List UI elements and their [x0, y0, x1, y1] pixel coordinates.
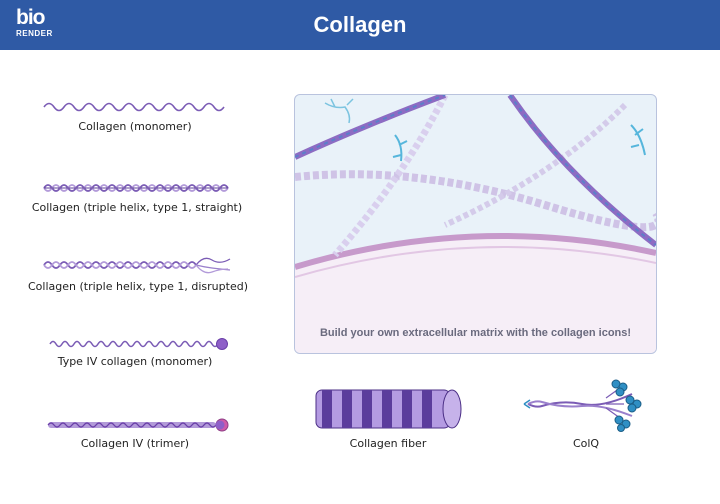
collagen-fiber-icon[interactable]: [314, 388, 464, 430]
extracellular-matrix-illustration: [295, 95, 656, 353]
collagen-triple-helix-straight-label: Collagen (triple helix, type 1, straight…: [31, 201, 243, 214]
collagen-fiber-label: Collagen fiber: [349, 437, 427, 450]
page-title: Collagen: [313, 12, 407, 37]
type-iv-collagen-monomer-label: Type IV collagen (monomer): [57, 355, 213, 368]
collagen-monomer-icon[interactable]: [42, 100, 232, 114]
collagen-triple-helix-disrupted-label: Collagen (triple helix, type 1, disrupte…: [28, 280, 248, 293]
extracellular-matrix-panel: Build your own extracellular matrix with…: [294, 94, 657, 354]
logo-text-top: bio: [16, 6, 46, 29]
logo-text-bottom: RENDER: [16, 29, 53, 38]
collagen-iv-trimer-icon[interactable]: [46, 416, 232, 434]
type-iv-collagen-monomer-icon[interactable]: [48, 336, 230, 352]
biorender-logo[interactable]: bio RENDER: [16, 7, 56, 45]
collagen-iv-trimer-label: Collagen IV (trimer): [80, 437, 190, 450]
panel-caption: Build your own extracellular matrix with…: [319, 327, 632, 339]
header-bar: bio RENDER Collagen: [0, 0, 720, 50]
collagen-triple-helix-straight-icon[interactable]: [42, 182, 232, 194]
colq-label: ColQ: [572, 437, 600, 450]
collagen-monomer-label: Collagen (monomer): [78, 120, 192, 133]
colq-icon[interactable]: [522, 378, 650, 432]
collagen-triple-helix-disrupted-icon[interactable]: [42, 256, 232, 274]
